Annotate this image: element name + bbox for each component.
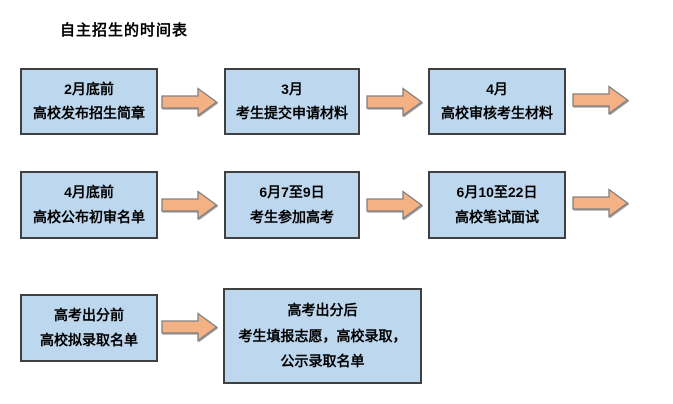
- right-arrow-shape: [572, 188, 629, 218]
- box-line-event: 高校审核考生材料: [441, 105, 553, 122]
- right-arrow-icon: [572, 188, 629, 218]
- right-arrow-icon: [161, 87, 218, 117]
- flow-box-pre-score: 高考出分前 高校拟录取名单: [20, 294, 158, 362]
- box-line-event: 公示录取名单: [280, 353, 365, 370]
- flow-box-feb-announcement: 2月底前 高校发布招生简章: [20, 68, 158, 135]
- right-arrow-shape: [366, 190, 423, 220]
- diagram-title: 自主招生的时间表: [60, 22, 189, 39]
- box-line-date: 4月: [486, 80, 508, 97]
- box-line-date: 6月7至9日: [259, 184, 325, 201]
- flow-box-jun-interview: 6月10至22日 高校笔试面试: [428, 171, 566, 239]
- flow-box-apr-review: 4月 高校审核考生材料: [428, 68, 566, 135]
- box-line-event: 考生提交申请材料: [236, 105, 348, 122]
- right-arrow-icon: [572, 85, 629, 115]
- right-arrow-icon: [366, 87, 423, 117]
- right-arrow-shape: [366, 87, 423, 117]
- right-arrow-icon: [161, 312, 218, 342]
- right-arrow-shape: [161, 190, 218, 220]
- box-line-event: 考生填报志愿，高校录取，: [238, 327, 407, 344]
- right-arrow-icon: [161, 190, 218, 220]
- box-line-date: 3月: [281, 80, 303, 97]
- right-arrow-shape: [572, 85, 629, 115]
- box-line-event: 高校拟录取名单: [40, 332, 138, 349]
- right-arrow-shape: [161, 312, 218, 342]
- flow-box-jun-gaokao: 6月7至9日 考生参加高考: [224, 171, 360, 239]
- right-arrow-icon: [366, 190, 423, 220]
- box-line-date: 6月10至22日: [456, 184, 538, 201]
- box-line-date: 4月底前: [64, 184, 114, 201]
- box-line-event: 高校公布初审名单: [33, 209, 145, 226]
- box-line-event: 考生参加高考: [250, 209, 334, 226]
- box-line-date: 2月底前: [64, 80, 114, 97]
- box-line-date: 高考出分后: [287, 301, 358, 318]
- flow-box-mar-application: 3月 考生提交申请材料: [224, 68, 360, 135]
- flow-box-apr-shortlist: 4月底前 高校公布初审名单: [20, 171, 158, 239]
- box-line-date: 高考出分前: [54, 307, 124, 324]
- box-line-event: 高校发布招生简章: [33, 105, 145, 122]
- box-line-event: 高校笔试面试: [455, 209, 539, 226]
- right-arrow-shape: [161, 87, 218, 117]
- flow-box-post-score: 高考出分后 考生填报志愿，高校录取， 公示录取名单: [223, 288, 422, 384]
